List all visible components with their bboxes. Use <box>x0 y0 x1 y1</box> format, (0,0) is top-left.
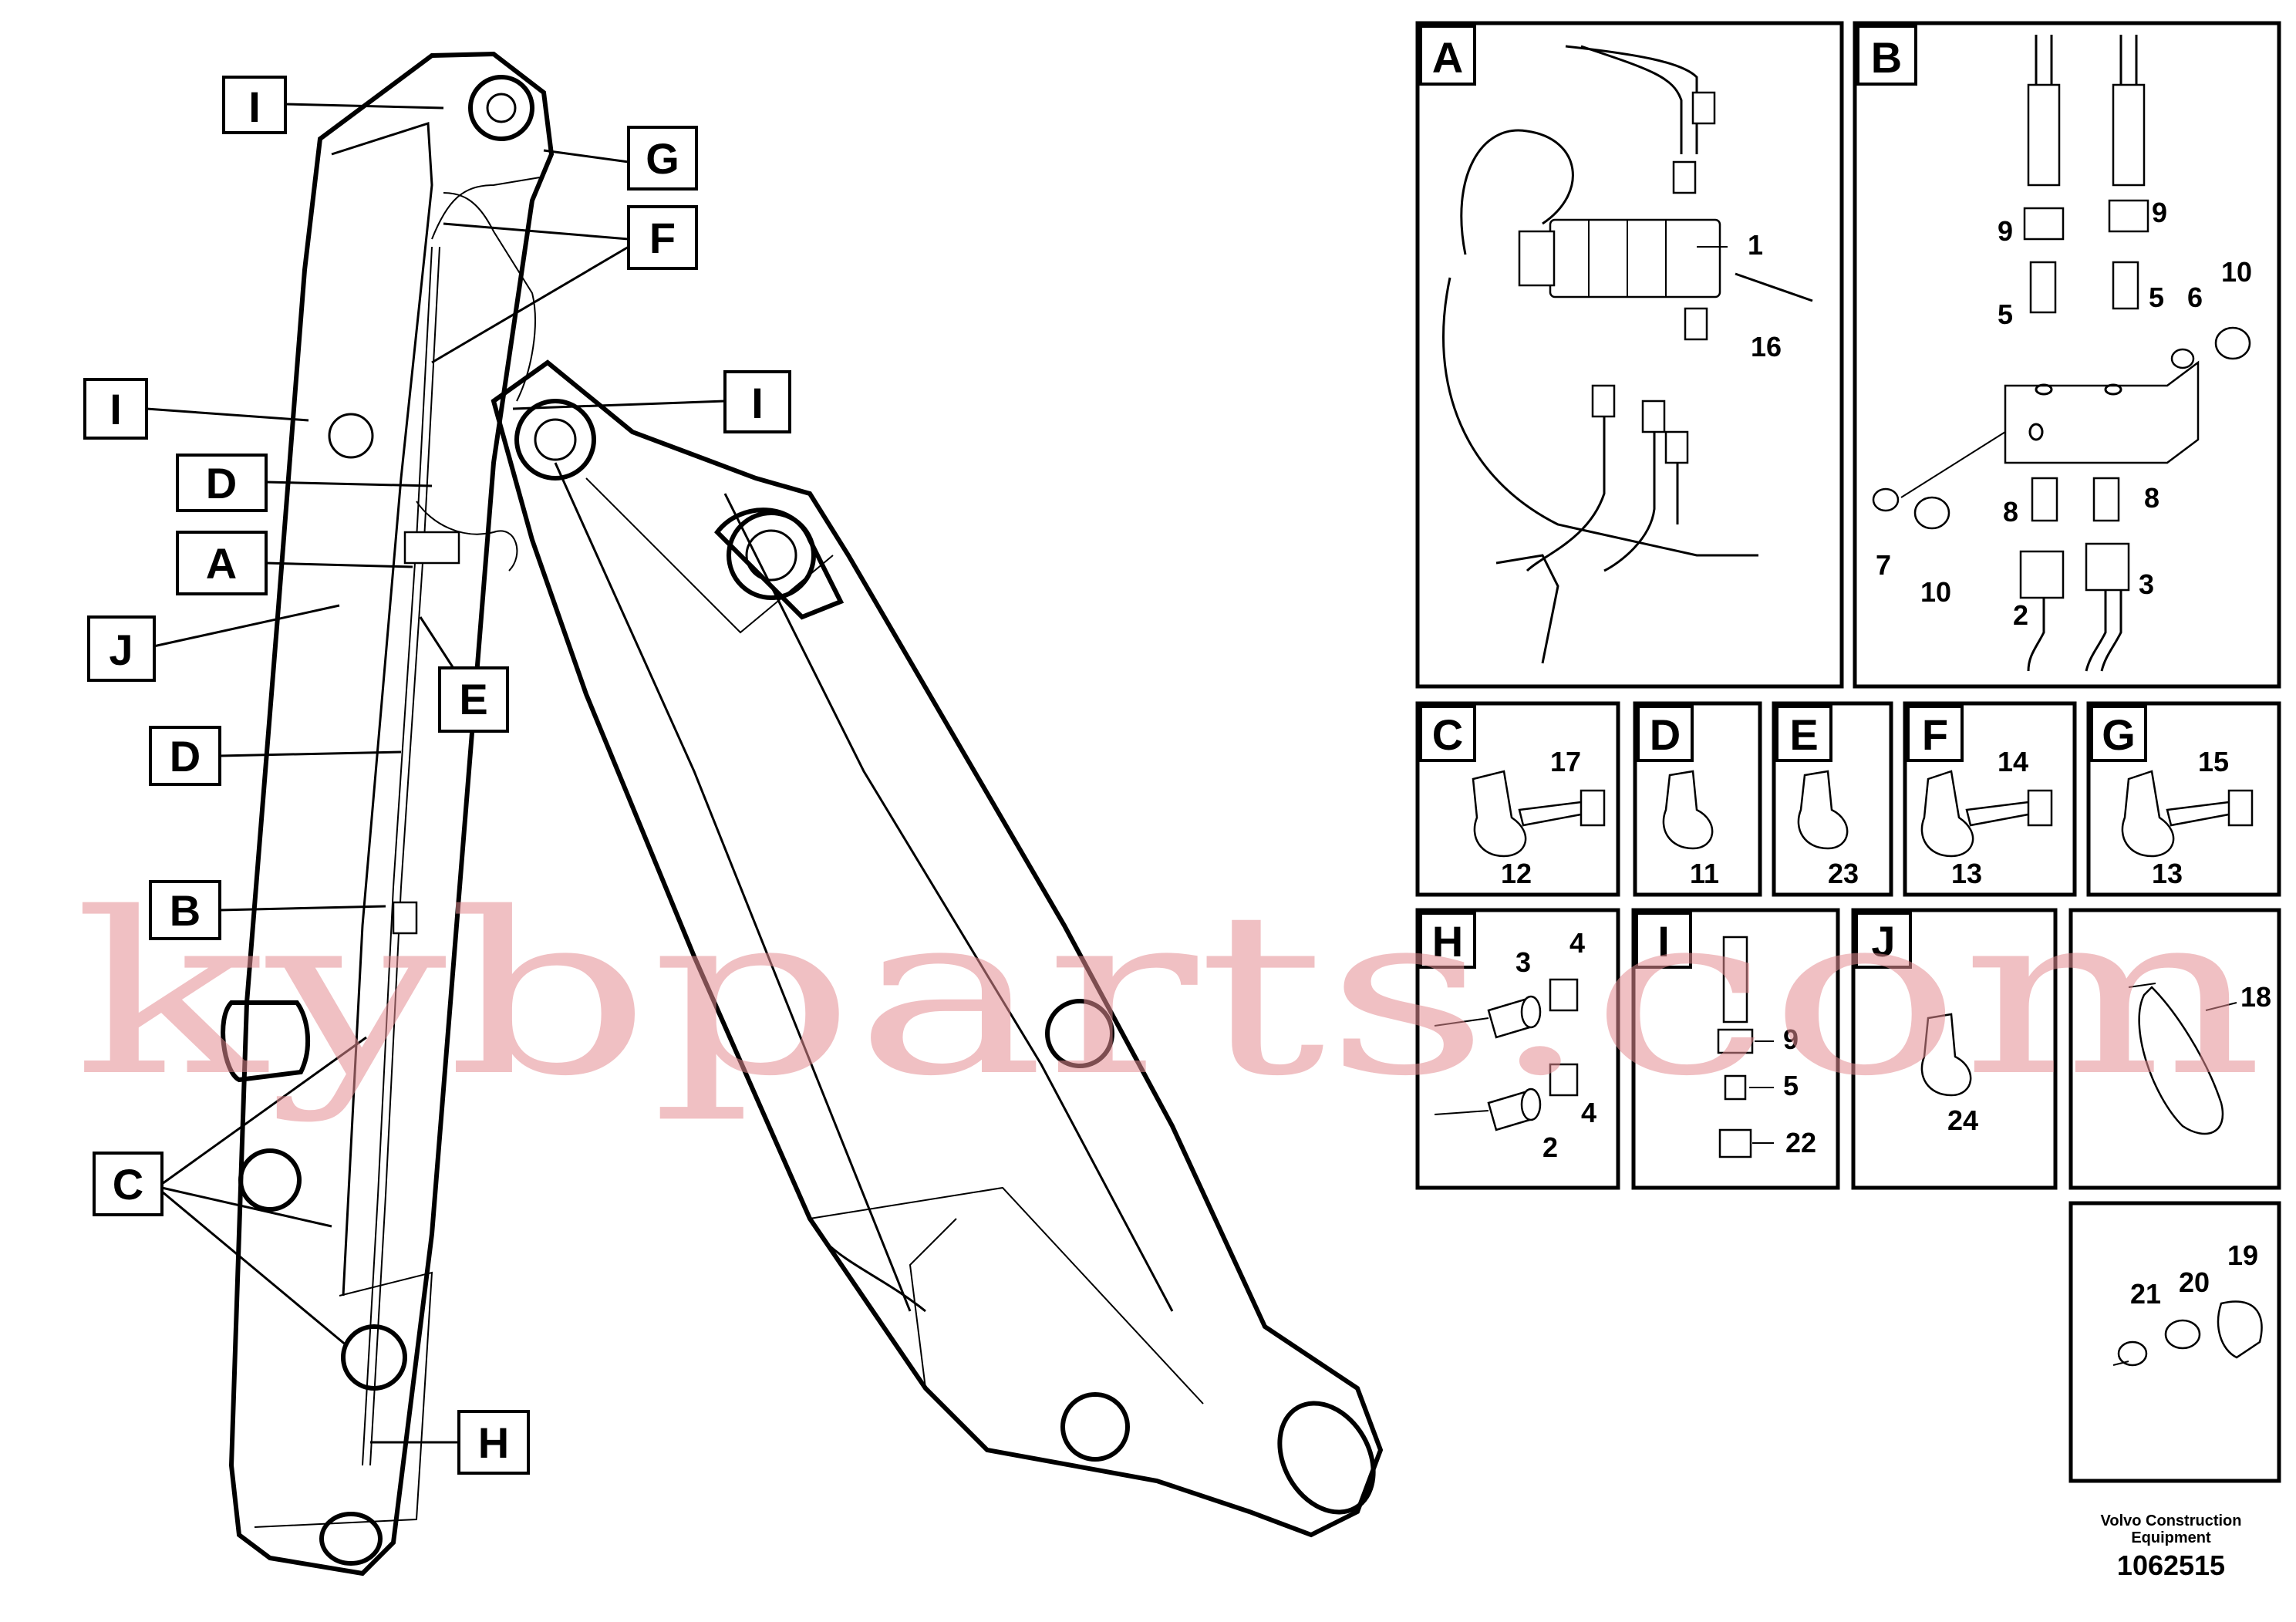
callout-box-E: E <box>438 666 509 733</box>
svg-text:6: 6 <box>2187 282 2203 313</box>
callout-leaders <box>146 103 726 1444</box>
svg-text:J: J <box>109 626 133 674</box>
detail-panel-D: D 11 <box>1633 701 1762 897</box>
svg-text:3: 3 <box>2139 568 2154 600</box>
svg-text:D: D <box>170 732 201 781</box>
footer: Volvo Construction Equipment 1062515 <box>2101 1512 2242 1581</box>
svg-text:14: 14 <box>1998 746 2028 777</box>
svg-text:G: G <box>2102 710 2136 759</box>
svg-text:23: 23 <box>1828 858 1859 889</box>
svg-text:10: 10 <box>2221 256 2252 288</box>
boom-assembly-drawing <box>221 51 1384 1576</box>
callout-box-H: H <box>457 1410 530 1475</box>
svg-text:H: H <box>478 1418 509 1467</box>
svg-text:F: F <box>1922 710 1948 759</box>
svg-text:13: 13 <box>2152 858 2183 889</box>
svg-text:4: 4 <box>1581 1097 1596 1128</box>
callout-box-C: C <box>93 1152 164 1216</box>
svg-text:A: A <box>206 539 237 588</box>
callout-box-F: F <box>627 205 698 270</box>
svg-text:16: 16 <box>1751 331 1782 363</box>
callout-box-J: J <box>87 615 156 682</box>
detail-panel-C: C 17 12 <box>1415 701 1620 897</box>
svg-text:B: B <box>1871 33 1902 82</box>
svg-text:2: 2 <box>1542 1131 1558 1163</box>
svg-text:7: 7 <box>1876 549 1891 581</box>
svg-text:J: J <box>1871 917 1895 966</box>
svg-text:22: 22 <box>1785 1127 1816 1158</box>
svg-text:24: 24 <box>1947 1104 1978 1136</box>
detail-panel-fittings: 19 21 20 <box>2068 1201 2281 1483</box>
svg-text:I: I <box>110 385 122 433</box>
company-name-line1: Volvo Construction <box>2101 1512 2242 1529</box>
svg-text:10: 10 <box>1920 576 1951 608</box>
callout-box-B: B <box>149 880 221 940</box>
svg-text:1: 1 <box>1748 229 1763 261</box>
detail-panel-G: G 15 13 <box>2086 701 2281 897</box>
callout-box-A: A <box>176 531 268 595</box>
svg-text:9: 9 <box>2152 197 2167 228</box>
svg-text:15: 15 <box>2198 746 2229 777</box>
drawing-code: 1062515 <box>2117 1549 2225 1581</box>
svg-text:9: 9 <box>1998 215 2013 247</box>
svg-text:21: 21 <box>2130 1278 2161 1310</box>
svg-text:C: C <box>113 1160 143 1209</box>
svg-text:F: F <box>649 214 676 262</box>
svg-text:8: 8 <box>2003 496 2018 528</box>
svg-text:20: 20 <box>2179 1266 2210 1298</box>
company-name-line2: Equipment <box>2131 1529 2211 1546</box>
svg-text:18: 18 <box>2240 981 2271 1013</box>
svg-text:9: 9 <box>1783 1023 1799 1055</box>
detail-panel-A: A 1 16 <box>1415 21 1844 689</box>
svg-text:12: 12 <box>1501 858 1532 889</box>
detail-panel-H: H 3 4 2 4 <box>1415 908 1620 1190</box>
detail-panel-cable-tie: 18 <box>2068 908 2281 1190</box>
svg-text:H: H <box>1432 917 1463 966</box>
svg-text:2: 2 <box>2013 599 2028 631</box>
watermark-text: kybparts.com <box>73 865 2264 1125</box>
callout-box-I-top: I <box>222 76 287 134</box>
svg-text:5: 5 <box>2149 282 2164 313</box>
svg-text:4: 4 <box>1569 927 1585 959</box>
detail-panel-F: F 14 13 <box>1903 701 2077 897</box>
svg-text:E: E <box>459 675 487 723</box>
svg-text:I: I <box>248 83 261 131</box>
callout-box-D-lower: D <box>149 726 221 786</box>
detail-panel-E: E 23 <box>1772 701 1893 897</box>
callout-box-G: G <box>627 126 698 191</box>
callout-box-I-left: I <box>83 378 148 440</box>
svg-text:D: D <box>1650 710 1681 759</box>
svg-text:5: 5 <box>1783 1070 1799 1101</box>
svg-text:5: 5 <box>1998 298 2013 330</box>
svg-text:I: I <box>1657 917 1670 966</box>
detail-panel-I: I 9 5 22 <box>1631 908 1840 1190</box>
svg-text:A: A <box>1432 33 1463 82</box>
svg-text:I: I <box>751 379 764 427</box>
svg-text:D: D <box>206 459 237 508</box>
callout-box-I-right: I <box>723 370 791 433</box>
svg-text:13: 13 <box>1951 858 1982 889</box>
svg-text:E: E <box>1789 710 1818 759</box>
detail-panel-B: B 9 9 5 5 6 10 8 8 7 10 2 <box>1853 21 2281 689</box>
svg-text:11: 11 <box>1690 858 1719 889</box>
svg-text:G: G <box>646 134 679 183</box>
svg-text:B: B <box>170 886 201 935</box>
svg-text:8: 8 <box>2144 482 2159 514</box>
svg-text:19: 19 <box>2227 1239 2258 1271</box>
svg-text:C: C <box>1432 710 1463 759</box>
svg-text:17: 17 <box>1550 746 1581 777</box>
callout-box-D-upper: D <box>176 454 268 512</box>
svg-text:3: 3 <box>1515 946 1531 978</box>
detail-panel-J: J 24 <box>1851 908 2058 1190</box>
